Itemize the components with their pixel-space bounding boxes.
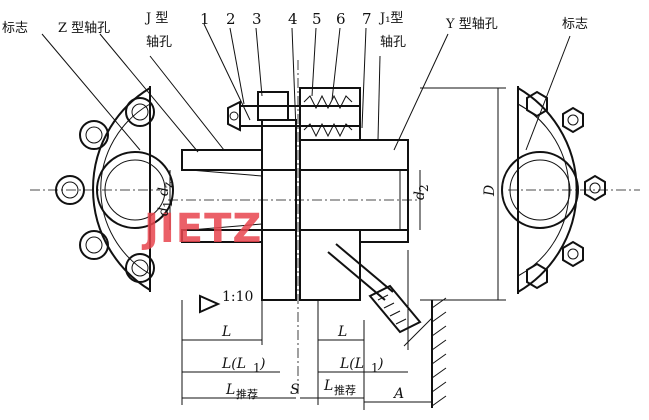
dim-D: D [482,185,498,197]
dim-A: A [392,386,404,402]
right-hub-outer [501,151,579,229]
left-pin-circle [100,103,151,275]
taper-symbol [199,294,221,314]
left-flange-outline [92,87,151,291]
label-part-7: 7 [362,10,372,28]
svg-text:1: 1 [161,200,175,208]
label-j1-type-line1: J₁型 [378,11,403,26]
label-z-type-bore: Z 型轴孔 [58,21,110,36]
dim-Lrec-left: L 推荐 [225,382,258,401]
svg-text:推荐: 推荐 [236,387,258,401]
svg-text:L: L [323,378,333,394]
dim-dz: d z [156,182,175,196]
svg-text:推荐: 推荐 [334,383,356,397]
watermark: JIETZ [141,206,262,252]
label-mark-left: 标志 [2,21,28,36]
svg-text:2: 2 [417,184,431,192]
dim-d1: d 1 [156,200,175,216]
wall [403,297,447,408]
svg-text:z: z [161,182,175,188]
dim-d2: d 2 [412,184,431,200]
label-mark-right: 标志 [562,17,588,32]
label-part-2: 2 [226,10,236,28]
dim-LL1-right: L(L 1 ) [339,356,383,375]
dim-LL1-left: L(L 1 ) [221,356,265,375]
svg-text:L(L: L(L [339,356,364,372]
label-part-4: 4 [288,10,298,28]
label-part-6: 6 [336,10,346,28]
label-j-type-line1: J 型 [144,11,168,26]
svg-text:d: d [412,191,428,200]
right-half-coupling [299,87,409,301]
label-j1-type-line2: 轴孔 [380,35,406,50]
dim-Lrec-right: L 推荐 [323,378,356,397]
label-part-1: 1 [200,10,210,28]
right-pin-circle [517,103,570,277]
left-end-view [30,86,174,292]
label-part-3: 3 [252,10,262,28]
svg-text:d: d [156,187,172,196]
svg-text:): ) [377,356,383,372]
dim-taper: 1:10 [222,289,253,305]
svg-text:L(L: L(L [221,356,246,372]
label-y-type-bore: Y 型轴孔 [445,17,498,32]
dim-L-right: L [337,324,347,340]
leader-lines [41,23,571,153]
svg-text:1: 1 [371,361,379,375]
label-part-5: 5 [312,10,322,28]
svg-text:L: L [225,382,235,398]
svg-text:): ) [259,356,265,372]
dim-L-left: L [221,324,231,340]
wrench-tool [327,243,422,334]
svg-text:1: 1 [253,361,261,375]
label-j-type-line2: 轴孔 [146,35,172,50]
dim-S: S [290,382,300,398]
svg-text:d: d [156,207,172,216]
dimension-lines [169,87,506,410]
right-end-view [501,86,640,294]
pin-assembly [227,94,361,138]
right-hex-nuts [526,90,606,290]
